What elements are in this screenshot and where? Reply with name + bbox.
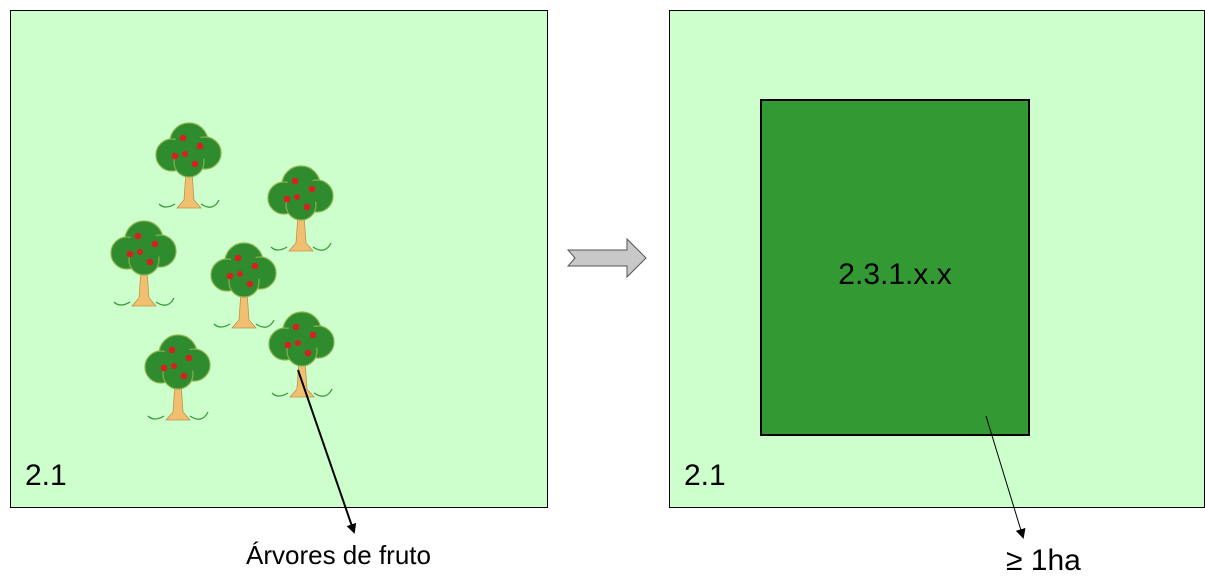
pointer-line-left xyxy=(297,369,357,534)
caption-area-threshold: ≥ 1ha xyxy=(1006,544,1081,577)
fruit-tree-icon xyxy=(210,242,277,329)
orchard-panel: 2.1 xyxy=(10,10,548,508)
panel-label-left: 2.1 xyxy=(25,459,67,492)
pointer-line-right xyxy=(985,415,1026,539)
fruit-tree-icon xyxy=(144,334,211,421)
transition-arrow-icon xyxy=(566,237,647,279)
class-code: 2.3.1.x.x xyxy=(838,258,952,291)
caption-fruit-trees: Árvores de fruto xyxy=(246,540,431,570)
orchard-area-rect: 2.3.1.x.x xyxy=(760,99,1030,436)
fruit-tree-icon xyxy=(155,122,222,209)
land-use-panel: 2.3.1.x.x 2.1 xyxy=(669,10,1205,508)
panel-label-right: 2.1 xyxy=(684,459,726,492)
fruit-tree-icon xyxy=(110,220,177,307)
fruit-tree-icon xyxy=(267,165,334,252)
